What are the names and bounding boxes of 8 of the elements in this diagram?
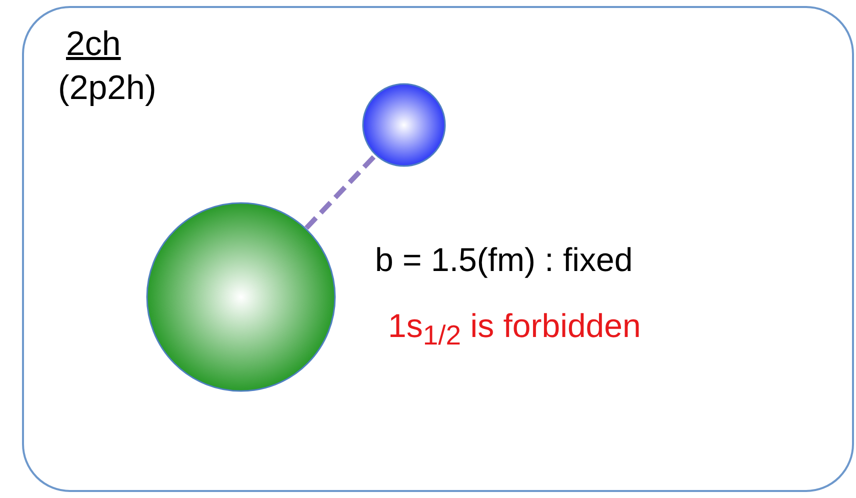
- configuration-label: (2p2h): [58, 70, 156, 108]
- parameter-note: b = 1.5(fm) : fixed: [375, 242, 633, 278]
- small-sphere: [362, 83, 446, 167]
- dashed-line: [304, 154, 377, 230]
- large-sphere: [146, 202, 336, 392]
- rounded-panel: [22, 6, 854, 492]
- constraint-note: 1s$_{1/2}$ is forbidden: [388, 308, 641, 351]
- channel-label: 2ch: [66, 26, 121, 64]
